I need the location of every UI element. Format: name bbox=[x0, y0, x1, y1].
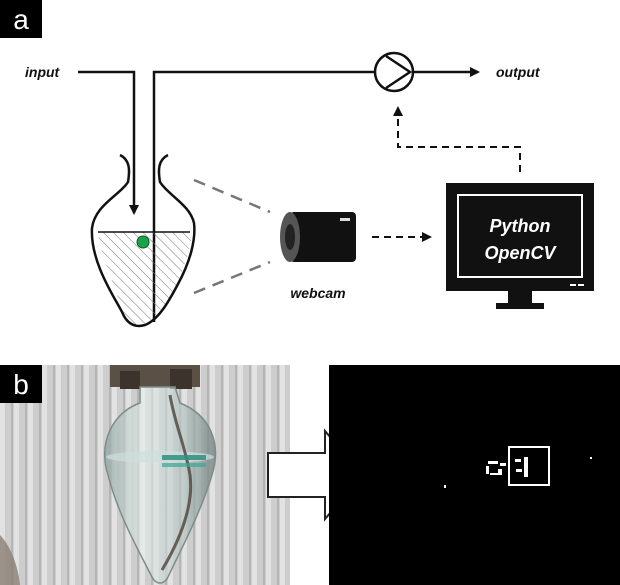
panel-b-label: b bbox=[13, 369, 29, 400]
feedback-dashed-line bbox=[393, 106, 521, 172]
monitor-text-opencv: OpenCV bbox=[484, 243, 557, 263]
pump-icon bbox=[373, 51, 415, 93]
flask-photo bbox=[0, 365, 290, 585]
panel-b-photos: b bbox=[0, 365, 620, 585]
input-tube bbox=[78, 70, 139, 215]
webcam-icon bbox=[280, 212, 356, 262]
view-line-bottom bbox=[193, 260, 271, 295]
monitor-text-python: Python bbox=[490, 216, 551, 236]
bead-icon bbox=[136, 235, 150, 249]
input-label: input bbox=[25, 64, 61, 80]
monitor-icon bbox=[446, 183, 594, 309]
thresholded-image bbox=[329, 365, 620, 585]
panel-a-label: a bbox=[13, 4, 29, 35]
panel-b-label-box bbox=[0, 365, 42, 403]
panel-a-schematic: a input output webcam Python bbox=[0, 0, 594, 328]
detection-box bbox=[508, 446, 550, 486]
panel-a-label-box bbox=[0, 0, 42, 38]
view-line-top bbox=[193, 178, 271, 214]
webcam-label: webcam bbox=[290, 285, 345, 301]
output-label: output bbox=[496, 64, 541, 80]
